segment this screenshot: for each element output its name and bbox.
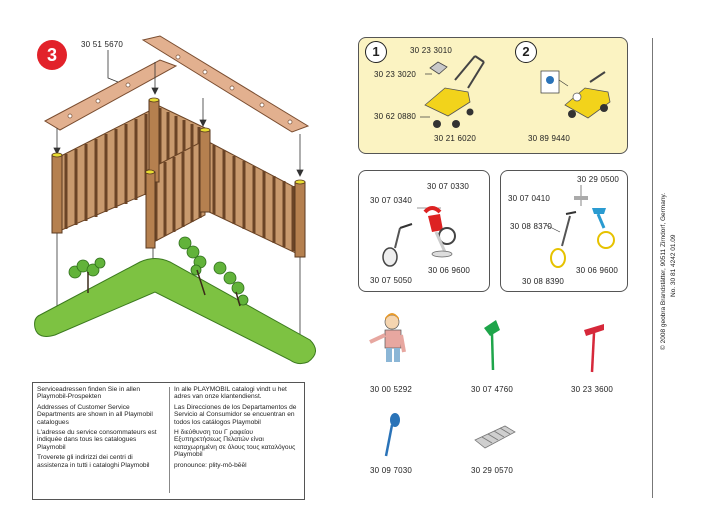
- part-number: 30 07 0410: [508, 194, 551, 203]
- copyright-text: © 2008 geobra Brandstätter, 90511 Zirndo…: [660, 192, 667, 350]
- red-broom: [584, 324, 604, 373]
- part-number: 30 08 8370: [510, 222, 553, 231]
- top-beams: [43, 35, 310, 133]
- blue-exercise-bike: [545, 185, 615, 268]
- bush-trunks: [87, 269, 241, 307]
- blue-shovel: [384, 413, 400, 457]
- bushes: [68, 236, 249, 306]
- part-number: 30 09 7030: [370, 466, 413, 475]
- service-text: Addresses of Customer Service Department…: [37, 403, 153, 426]
- right-margin-line: [652, 38, 653, 498]
- service-text: Η διεύθυνση του Γ ραφείου Εξυπηρετήσεως …: [174, 429, 296, 459]
- fence-assembly-illustration: [34, 35, 316, 365]
- mower-1: [424, 55, 485, 128]
- service-text: In alle PLAYMOBIL catalogi vindt u het a…: [174, 386, 287, 401]
- part-number-leader: [107, 50, 119, 83]
- part-number: 30 06 9600: [428, 266, 471, 275]
- part-number: 30 29 0500: [577, 175, 620, 184]
- grey-grid-part: [474, 425, 516, 449]
- playmobil-figure: [369, 313, 406, 362]
- lawn-mower-illustrations: [420, 55, 611, 128]
- service-column-right: In alle PLAYMOBIL catalogi vindt u het a…: [174, 386, 302, 472]
- part-number: 30 23 3020: [374, 70, 417, 79]
- part-number: 30 23 3010: [410, 46, 453, 55]
- left-fence-panel: [56, 107, 156, 233]
- service-divider: [169, 387, 170, 493]
- service-text: pronounce: plity-mö-bēēl: [174, 461, 247, 469]
- service-text: Las Direcciones de los Departamentos de …: [174, 403, 297, 426]
- red-exercise-bike: [382, 206, 456, 267]
- service-text: Serviceadressen finden Sie in allen Play…: [37, 386, 140, 401]
- part-number: 30 23 3600: [571, 385, 614, 394]
- right-fence-panel: [204, 139, 301, 256]
- part-number: 30 62 0880: [374, 112, 417, 121]
- service-text: L'adresse du service consommateurs est i…: [37, 429, 157, 451]
- part-number: 30 07 5050: [370, 276, 413, 285]
- bike-illustrations: [382, 185, 615, 268]
- part-number: 30 06 9600: [576, 266, 619, 275]
- part-number: 30 00 5292: [370, 385, 413, 394]
- part-number: 30 29 0570: [471, 466, 514, 475]
- step-number-badge: 3: [37, 40, 67, 70]
- part-number: 30 89 9440: [528, 134, 571, 143]
- sub-step-1-badge: 1: [365, 41, 387, 63]
- part-number: 30 07 4760: [471, 385, 514, 394]
- part-number: 30 07 0330: [427, 182, 470, 191]
- part-number: 30 07 0340: [370, 196, 413, 205]
- service-column-left: Serviceadressen finden Sie in allen Play…: [37, 386, 165, 472]
- article-number-text: No. 30 81 4242 01.09: [670, 234, 677, 297]
- part-number: 30 21 6020: [434, 134, 477, 143]
- loose-parts-illustrations: [369, 313, 604, 457]
- fence-part-number: 30 51 5670: [81, 40, 124, 49]
- grass-base: [34, 258, 316, 365]
- service-text: Troverete gli indirizzi dei centri di as…: [37, 454, 150, 469]
- green-rake: [484, 320, 500, 371]
- blue-bike-panel: [500, 170, 628, 292]
- service-address-box: Serviceadressen finden Sie in allen Play…: [32, 382, 305, 500]
- sub-step-2-badge: 2: [515, 41, 537, 63]
- red-bike-panel: [358, 170, 490, 292]
- mower-2: [540, 70, 611, 119]
- part-number: 30 08 8390: [522, 277, 565, 286]
